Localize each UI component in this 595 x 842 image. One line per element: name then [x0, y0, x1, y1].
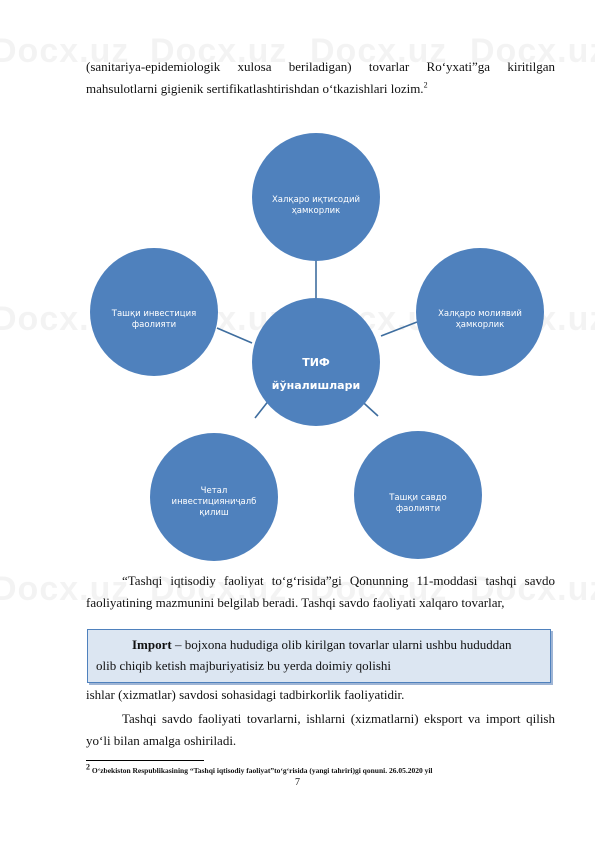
- node-foreign-investment-activity: Ташқи инвестиция фаолияти: [90, 248, 218, 376]
- law-article-paragraph: “Tashqi iqtisodiy faoliyat to‘g‘risida”g…: [86, 573, 555, 610]
- node-label-line: фаолияти: [132, 320, 176, 330]
- node-foreign-investment-attraction: Четал инвестицияниҷалб қилиш: [150, 433, 278, 561]
- intro-text: (sanitariya-epidemiologik xulosa berilad…: [86, 59, 555, 96]
- node-center: ТИФ йўналишлари: [252, 298, 380, 426]
- intro-paragraph: (sanitariya-epidemiologik xulosa berilad…: [86, 56, 555, 100]
- node-label-line: ҳамкорлик: [292, 206, 340, 216]
- connector-left: [216, 327, 253, 344]
- node-label-line: инвестицияниҷалб: [172, 497, 257, 507]
- node-label-line: Ташқи савдо: [388, 493, 447, 503]
- node-foreign-trade-activity: Ташқи савдо фаолияти: [354, 431, 482, 559]
- watermark: Docx.uz: [0, 570, 129, 609]
- footnote-text: O‘zbekiston Respublikasining “Tashqi iqt…: [90, 766, 433, 775]
- export-import-paragraph: Tashqi savdo faoliyati tovarlarni, ishla…: [86, 711, 555, 748]
- watermark: Docx.uz: [310, 570, 447, 609]
- watermark: Docx.uz: [470, 32, 595, 71]
- watermark: Docx.uz: [150, 570, 287, 609]
- watermark: Docx.uz: [0, 32, 129, 71]
- node-international-financial-cooperation: Халқаро молиявий ҳамкорлик: [416, 248, 544, 376]
- watermark: Docx.uz: [150, 32, 287, 71]
- callout-line-2: olib chiqib ketish majburiyatisiz bu yer…: [96, 658, 391, 673]
- node-label-line: фаолияти: [396, 504, 440, 514]
- callout-line-1: Import – bojxona hududiga olib kirilgan …: [96, 634, 542, 655]
- footnote-rule: [86, 760, 204, 761]
- page-number: 7: [295, 777, 300, 788]
- watermark: Docx.uz: [470, 570, 595, 609]
- import-definition-callout: Import – bojxona hududiga olib kirilgan …: [87, 629, 551, 683]
- callout-definition: – bojxona hududiga olib kirilgan tovarla…: [171, 637, 512, 652]
- footnote-number: 2: [86, 762, 90, 772]
- connector-right: [380, 321, 418, 337]
- node-label-line: Халқаро иқтисодий: [272, 195, 360, 205]
- node-label-line: Четал: [201, 486, 228, 496]
- center-subtitle: йўналишлари: [272, 379, 360, 392]
- node-label-line: қилиш: [199, 508, 228, 518]
- center-title: ТИФ: [302, 356, 330, 369]
- node-label-line: Ташқи инвестиция: [111, 309, 196, 319]
- watermark: Docx.uz: [310, 32, 447, 71]
- footnote: 2 O‘zbekiston Respublikasining “Tashqi i…: [86, 762, 566, 776]
- paragraph-continuation: ishlar (xizmatlar) savdosi sohasidagi ta…: [86, 687, 405, 702]
- footnote-ref: 2: [423, 80, 428, 90]
- node-label-line: Халқаро молиявий: [438, 309, 522, 319]
- node-international-economic-cooperation: Халқаро иқтисодий ҳамкорлик: [252, 133, 380, 261]
- node-label-line: ҳамкорлик: [456, 320, 504, 330]
- callout-term: Import: [132, 637, 172, 652]
